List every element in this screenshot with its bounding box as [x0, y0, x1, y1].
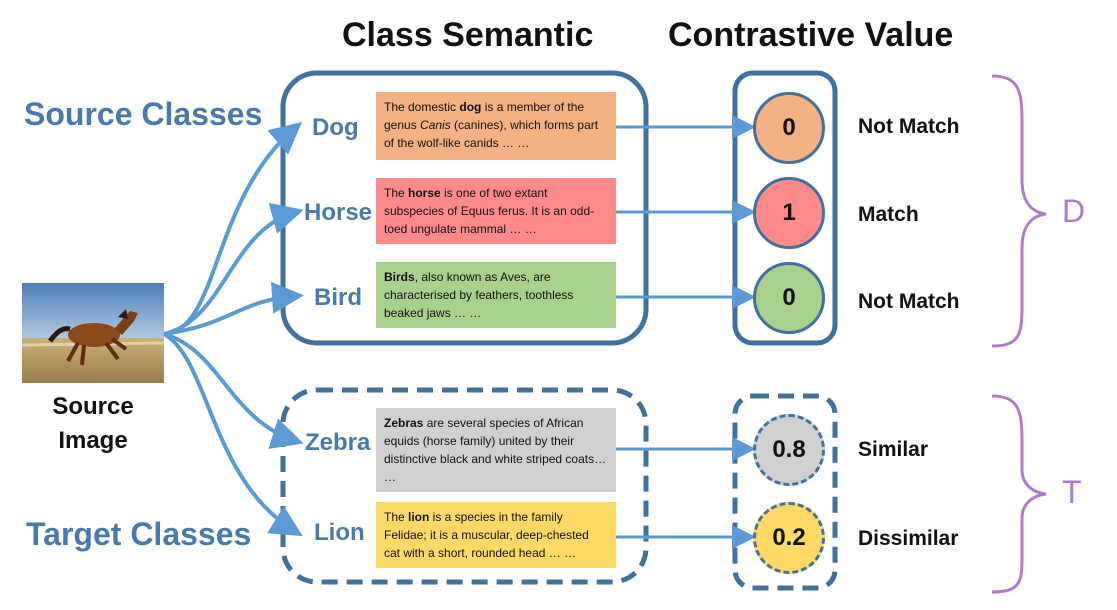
arrow-to-horse	[163, 202, 304, 336]
class-semantic-header: Class Semantic	[342, 16, 594, 54]
verdict-zebra: Similar	[858, 438, 929, 461]
target-value-box	[732, 393, 838, 591]
contrastive-value-header: Contrastive Value	[668, 16, 954, 54]
brace-letter-t: T	[1062, 474, 1082, 510]
arrow-to-lion	[162, 332, 303, 537]
arrow-to-zebra	[163, 332, 304, 449]
verdict-dog: Not Match	[858, 115, 960, 138]
description-zebra: Zebras are several species of African eq…	[376, 408, 616, 492]
verdict-lion: Dissimilar	[858, 527, 959, 550]
class-name-horse: Horse	[304, 199, 373, 226]
verdict-horse: Match	[858, 203, 919, 226]
class-name-dog: Dog	[312, 114, 359, 141]
verdict-bird: Not Match	[858, 290, 960, 313]
arrow-to-bird	[163, 281, 304, 336]
value-circle-bird: 0	[753, 262, 825, 334]
class-name-bird: Bird	[314, 284, 362, 311]
description-lion: The lion is a species in the family Feli…	[376, 502, 616, 568]
description-dog: The domestic dog is a member of the genu…	[376, 92, 616, 160]
source-classes-title: Source Classes	[24, 96, 263, 132]
description-bird: Birds, also known as Aves, are character…	[376, 262, 616, 328]
value-circle-lion: 0.2	[753, 502, 825, 574]
value-circle-dog: 0	[753, 92, 825, 164]
source-image-label: Source Image	[30, 390, 156, 458]
class-name-lion: Lion	[314, 519, 365, 546]
source-image	[21, 283, 165, 383]
class-name-zebra: Zebra	[305, 429, 371, 456]
source-image-label-line2: Image	[58, 427, 128, 454]
value-circle-horse: 1	[753, 177, 825, 249]
target-brace	[991, 394, 1047, 594]
brace-letter-d: D	[1062, 193, 1086, 229]
target-semantic-box	[280, 387, 649, 585]
source-brace	[991, 74, 1047, 348]
value-circle-zebra: 0.8	[753, 414, 825, 486]
arrow-to-dog	[163, 121, 303, 336]
source-image-label-line1: Source	[52, 393, 134, 420]
target-classes-title: Target Classes	[26, 516, 252, 552]
description-horse: The horse is one of two extant subspecie…	[376, 178, 616, 244]
